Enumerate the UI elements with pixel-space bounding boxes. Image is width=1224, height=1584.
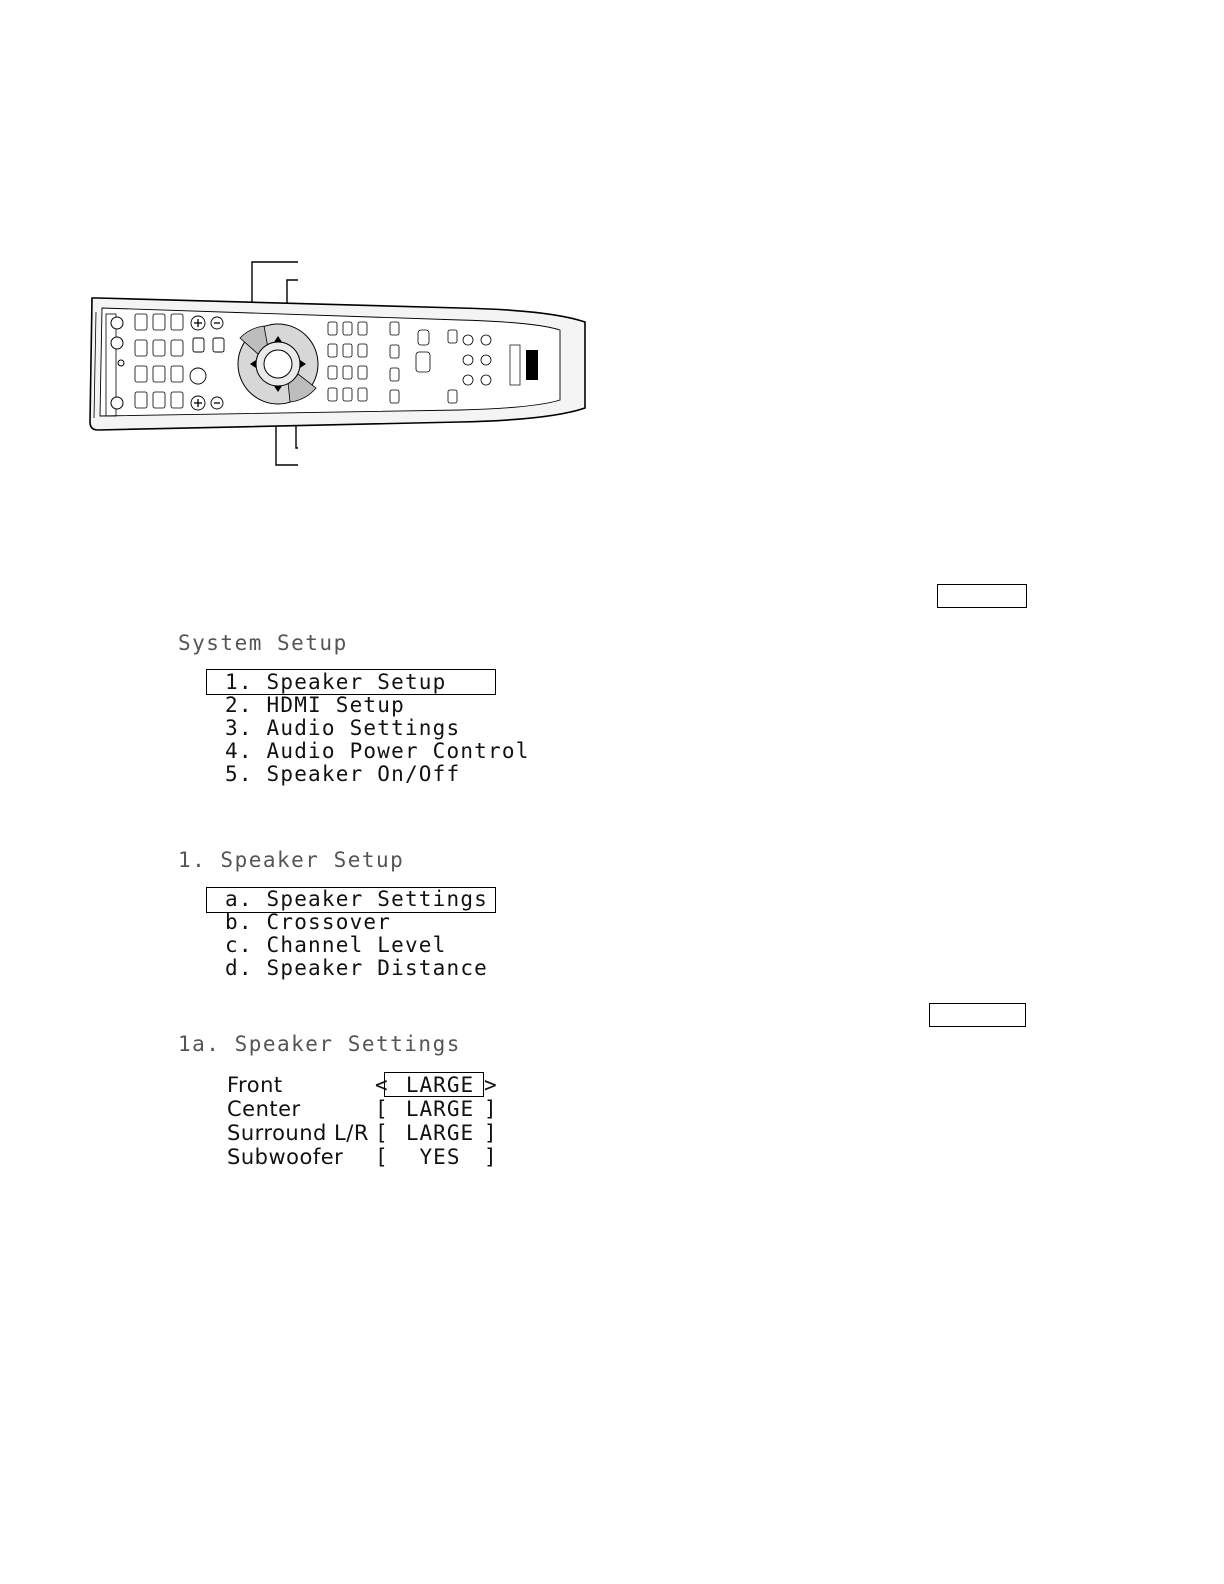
setting-row-subwoofer[interactable]: Subwoofer [ YES ] — [227, 1145, 497, 1169]
source-button[interactable] — [134, 313, 148, 331]
transport-button[interactable] — [462, 354, 474, 366]
setting-row-front[interactable]: Front < LARGE > — [227, 1072, 497, 1097]
power-on-button[interactable] — [110, 396, 124, 410]
source-button[interactable] — [152, 391, 166, 409]
key-button[interactable] — [357, 321, 368, 336]
speaker-setup-menu: a. Speaker Settings b. Crossover c. Chan… — [225, 888, 488, 980]
skip-down-button[interactable] — [447, 389, 458, 404]
power-off-button[interactable] — [110, 336, 124, 350]
plus-minus-icons — [194, 319, 220, 407]
source-button[interactable] — [134, 391, 148, 409]
dvr-button[interactable] — [192, 337, 205, 353]
source-button[interactable] — [134, 339, 148, 357]
key-button[interactable] — [342, 365, 353, 380]
source-button[interactable] — [170, 339, 184, 357]
transport-button[interactable] — [480, 374, 492, 386]
label-box — [929, 1003, 1026, 1027]
key-button[interactable] — [327, 321, 338, 336]
preset-up-button[interactable] — [389, 321, 400, 336]
tv-button[interactable] — [212, 337, 225, 353]
key-button[interactable] — [327, 343, 338, 358]
bracket-open: [ — [375, 1097, 388, 1121]
source-button[interactable] — [152, 313, 166, 331]
sk-button[interactable] — [110, 316, 124, 330]
menu-item-speaker-on-off[interactable]: 5. Speaker On/Off — [225, 762, 461, 786]
key-button[interactable] — [342, 321, 353, 336]
menu-item-audio-settings[interactable]: 3. Audio Settings — [225, 716, 461, 740]
setting-row-surround[interactable]: Surround L/R [ LARGE ] — [227, 1121, 497, 1145]
tuning-down-button[interactable] — [389, 389, 400, 404]
tuning-up-button[interactable] — [389, 367, 400, 382]
preset-down-button[interactable] — [389, 344, 400, 359]
key-button[interactable] — [357, 365, 368, 380]
selection-highlight — [206, 887, 496, 913]
key-button[interactable] — [327, 365, 338, 380]
key-button[interactable] — [327, 387, 338, 402]
arrow-left-icon[interactable] — [250, 360, 256, 368]
menu-item-audio-power-control[interactable]: 4. Audio Power Control — [225, 739, 530, 763]
speaker-setup-title: 1. Speaker Setup — [178, 848, 405, 872]
bracket-close: ] — [484, 1121, 497, 1145]
setting-value[interactable]: LARGE — [405, 1097, 475, 1121]
arrow-up-icon[interactable] — [274, 336, 282, 342]
arrow-down-icon[interactable] — [274, 386, 282, 392]
setting-name: Surround L/R — [227, 1121, 369, 1145]
setting-name: Center — [227, 1097, 301, 1121]
setting-name: Front — [227, 1073, 283, 1097]
number-keypad — [327, 321, 492, 404]
transport-button[interactable] — [480, 354, 492, 366]
source-button[interactable] — [152, 339, 166, 357]
menu-item-speaker-settings[interactable]: a. Speaker Settings — [225, 887, 489, 911]
bracket-open: [ — [375, 1121, 388, 1145]
setting-value[interactable]: LARGE — [405, 1121, 475, 1145]
remote-control-figure — [80, 250, 600, 490]
skip-up-button[interactable] — [447, 329, 458, 344]
menu-item-crossover[interactable]: b. Crossover — [225, 910, 392, 934]
transport-button[interactable] — [462, 334, 474, 346]
source-buttons — [134, 313, 184, 409]
key-button[interactable] — [357, 387, 368, 402]
source-button[interactable] — [170, 313, 184, 331]
arrow-right-icon[interactable]: > — [484, 1073, 497, 1097]
navigation-pad — [237, 323, 319, 405]
menu-item-speaker-setup[interactable]: 1. Speaker Setup — [225, 670, 447, 694]
selection-highlight — [206, 669, 496, 695]
system-setup-menu: 1. Speaker Setup 2. HDMI Setup 3. Audio … — [225, 671, 530, 786]
menu-item-channel-level[interactable]: c. Channel Level — [225, 933, 447, 957]
key-button[interactable] — [357, 343, 368, 358]
setting-value[interactable]: LARGE — [405, 1073, 475, 1097]
system-setup-title: System Setup — [178, 631, 348, 655]
brand-logo — [509, 344, 521, 386]
menu-item-hdmi-setup[interactable]: 2. HDMI Setup — [225, 693, 405, 717]
menu-item-speaker-distance[interactable]: d. Speaker Distance — [225, 956, 489, 980]
remote-control-illustration — [89, 261, 586, 466]
setting-value[interactable]: YES — [419, 1145, 461, 1169]
brand-area — [509, 344, 538, 386]
transport-button[interactable] — [462, 374, 474, 386]
label-box — [937, 584, 1027, 608]
value-highlight — [384, 1072, 484, 1097]
dim-button[interactable] — [417, 329, 430, 346]
source-button[interactable] — [170, 391, 184, 409]
setting-name: Subwoofer — [227, 1145, 344, 1169]
arrow-right-icon[interactable] — [300, 360, 306, 368]
power-section — [105, 313, 125, 417]
model-badge — [526, 350, 538, 380]
power-led-icon — [117, 359, 125, 367]
sleep-clear-button[interactable] — [415, 351, 431, 373]
ok-button[interactable] — [263, 349, 293, 379]
source-button[interactable] — [170, 365, 184, 383]
transport-button[interactable] — [480, 334, 492, 346]
bracket-open: [ — [375, 1145, 388, 1169]
bracket-close: ] — [484, 1145, 497, 1169]
key-button[interactable] — [342, 343, 353, 358]
speaker-settings-title: 1a. Speaker Settings — [178, 1032, 461, 1056]
key-button[interactable] — [342, 387, 353, 402]
bracket-close: ] — [484, 1097, 497, 1121]
remote-body — [89, 297, 586, 431]
stereo-button[interactable] — [189, 367, 207, 385]
source-button[interactable] — [152, 365, 166, 383]
setting-row-center[interactable]: Center [ LARGE ] — [227, 1097, 497, 1121]
source-button[interactable] — [134, 365, 148, 383]
